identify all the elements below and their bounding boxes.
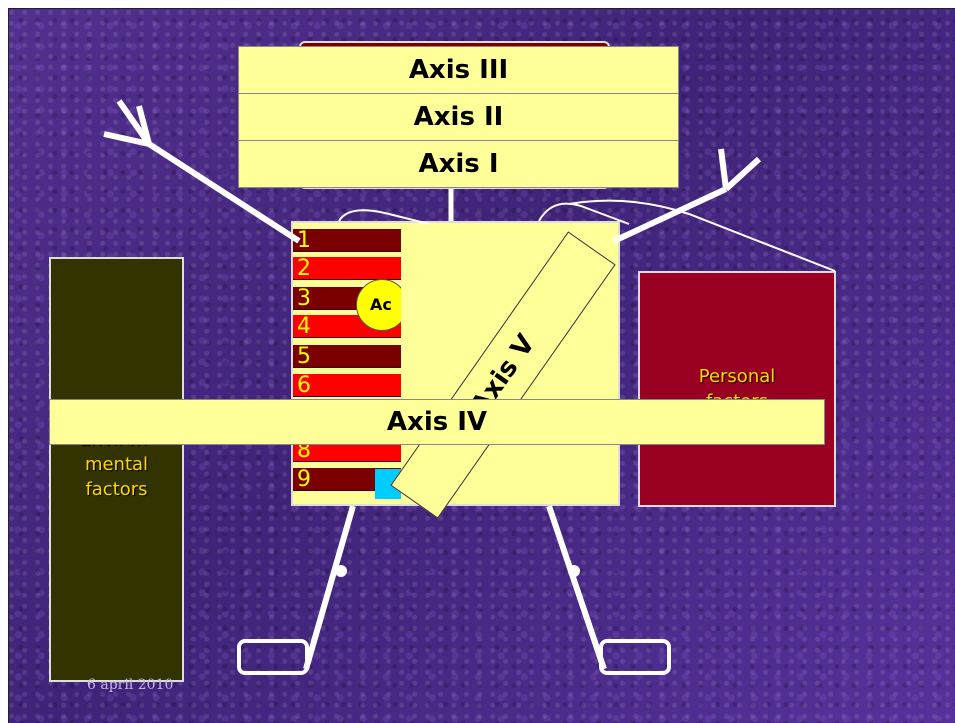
connector-curve [568, 199, 836, 272]
personal-factors-box [638, 271, 836, 507]
right-arm [612, 186, 728, 244]
body-levels: 1 2 3 4 5 6 7 8 9 [293, 229, 403, 499]
activity-circle-label: Ac [370, 295, 392, 314]
axis-4-bar: Axis IV [49, 399, 825, 445]
left-finger [136, 105, 152, 145]
stick-figure-lines [103, 99, 836, 675]
left-leg [303, 505, 356, 670]
axis-3-bar: Axis III [238, 46, 679, 94]
right-finger [723, 156, 762, 192]
left-finger [103, 131, 150, 147]
environmental-line-2: mental [84, 454, 149, 475]
footer-date: 6 april 2010 [87, 677, 174, 693]
axis-1-bar: Axis I [238, 140, 679, 188]
level-row: 1 [293, 229, 403, 252]
connector-curve [338, 209, 430, 225]
activity-circle: Ac [356, 279, 408, 331]
level-row: 2 [293, 257, 403, 280]
right-leg [546, 505, 607, 670]
axis-3-label: Axis III [408, 55, 509, 85]
right-knee [568, 565, 580, 577]
level-row: 6 [293, 374, 403, 397]
axis-2-label: Axis II [413, 102, 504, 132]
right-foot [599, 639, 671, 675]
axis-2-bar: Axis II [238, 93, 679, 141]
connector-curve [538, 202, 630, 225]
right-finger [718, 148, 729, 190]
level-row: 5 [293, 345, 403, 368]
environmental-factors-box [49, 257, 184, 682]
axis-1-label: Axis I [418, 149, 499, 179]
personal-line-1: Personal [698, 366, 776, 387]
left-knee [335, 565, 347, 577]
slide-canvas: Environ- mental factors Personal factors… [8, 8, 955, 723]
left-arm [147, 141, 301, 244]
environmental-line-3: factors [85, 479, 148, 500]
axis-4-label: Axis IV [386, 407, 488, 437]
left-finger [116, 99, 152, 146]
left-foot [237, 639, 309, 675]
